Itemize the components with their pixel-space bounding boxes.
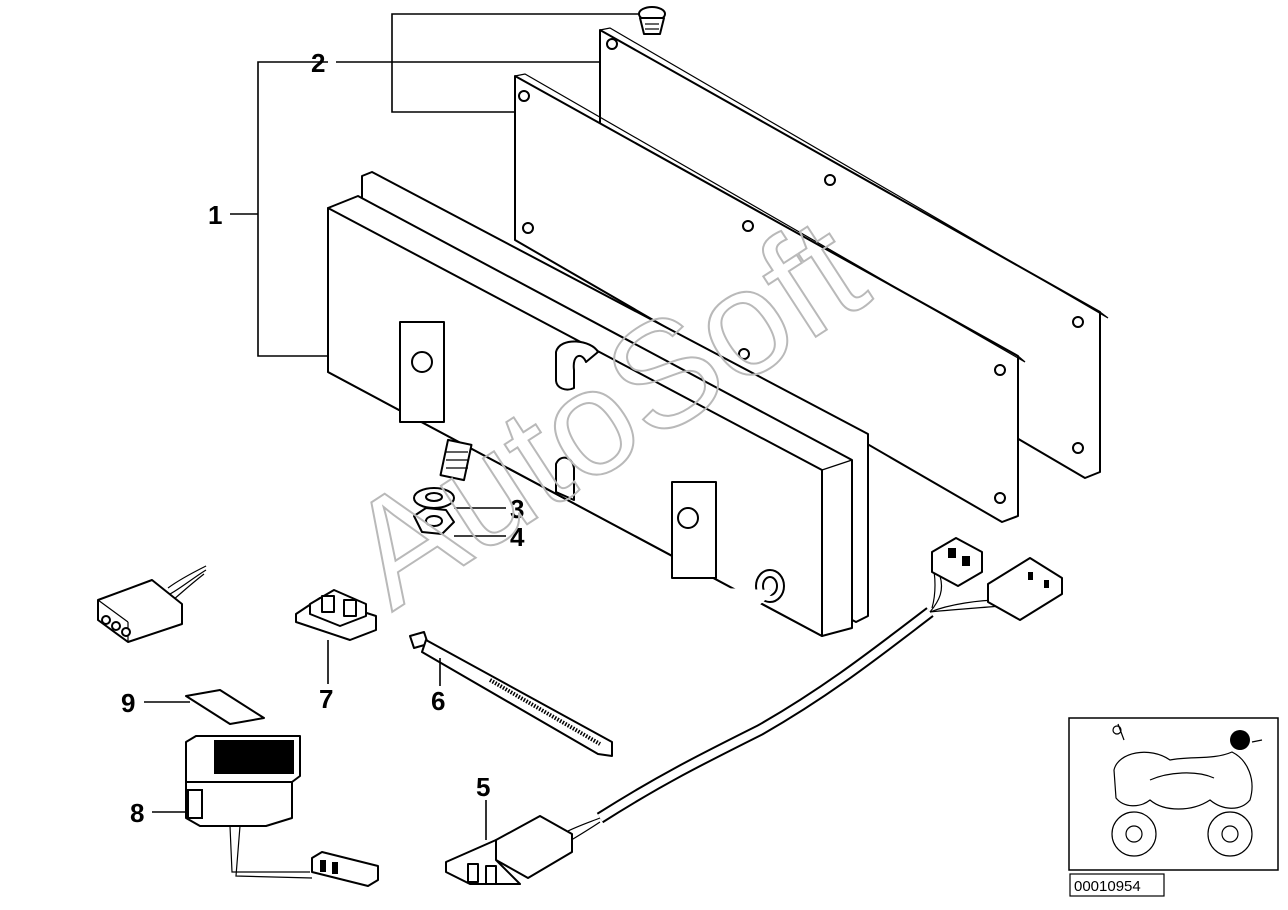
callout-8: 8 <box>130 798 144 828</box>
wiring-harness-right <box>445 537 1063 885</box>
cable-harness-left <box>97 515 773 652</box>
callout-9: 9 <box>121 688 135 718</box>
inner-plate <box>514 73 1026 523</box>
reference-number: 00010954 <box>1074 878 1141 895</box>
foam-pad <box>185 689 265 725</box>
screw-icon <box>638 6 666 35</box>
reference-box: 00010954 <box>1069 873 1165 897</box>
leader-lines <box>144 13 640 840</box>
callout-1: 1 <box>208 200 222 230</box>
location-marker-icon <box>1230 730 1250 750</box>
cable-tie <box>409 631 613 757</box>
callout-6: 6 <box>431 686 445 716</box>
lamp-socket <box>185 735 379 887</box>
callout-7: 7 <box>319 684 333 714</box>
tail-light-housing <box>327 171 869 637</box>
callout-2: 2 <box>311 48 325 78</box>
callout-4: 4 <box>510 522 525 552</box>
holder-clip <box>295 589 377 641</box>
location-inset <box>1068 717 1279 871</box>
callout-5: 5 <box>476 772 490 802</box>
callout-3: 3 <box>510 494 524 524</box>
callout-labels: 1 2 3 4 5 6 7 8 9 <box>121 48 525 828</box>
nut-icon <box>413 507 455 535</box>
motorcycle-icon <box>1111 723 1263 857</box>
